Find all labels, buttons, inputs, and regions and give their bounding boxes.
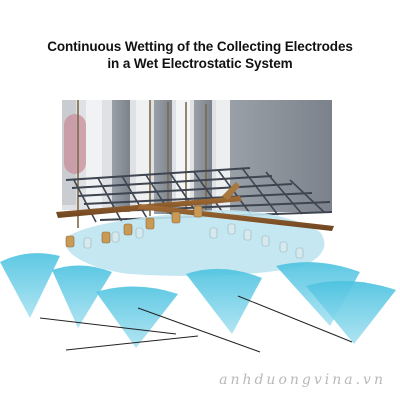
pipe-elbow	[222, 182, 240, 200]
discharge-frame	[64, 114, 86, 174]
nozzle	[101, 231, 111, 244]
spray-nozzles	[65, 205, 304, 259]
grid-cross	[121, 175, 149, 221]
nozzle	[123, 223, 133, 236]
grid-cross	[289, 179, 325, 213]
spray-cone	[0, 253, 60, 318]
nozzle-white	[83, 237, 92, 249]
grid-cross	[241, 167, 279, 216]
grid-cross	[265, 171, 303, 215]
electrode-plate	[216, 100, 230, 212]
grid-cross	[73, 179, 97, 223]
watermark: anhduongvina.vn	[219, 372, 386, 388]
nozzle	[193, 205, 203, 218]
electrode-plate	[176, 100, 190, 214]
electrode-plate-large	[230, 100, 332, 212]
wire-leads	[39, 295, 353, 353]
nozzle-white	[135, 227, 144, 239]
grid-rail	[65, 167, 251, 181]
spray-cone	[186, 268, 262, 334]
electrode-plate	[86, 100, 102, 208]
nozzle-white	[227, 223, 236, 235]
wire	[237, 295, 353, 343]
diagram-title: Continuous Wetting of the Collecting Ele…	[0, 38, 400, 72]
spray-cone	[306, 280, 396, 344]
nozzle	[145, 217, 155, 230]
header-pipe	[138, 204, 334, 231]
electrode-plate	[154, 100, 172, 214]
collecting-electrodes	[62, 100, 332, 214]
grid-cross	[217, 169, 253, 217]
electrode-plate	[136, 100, 150, 212]
nozzle	[171, 211, 181, 224]
support-grid-cross	[73, 167, 325, 223]
nozzle-white	[209, 227, 218, 239]
nozzle-white	[243, 229, 252, 241]
spray-cone	[96, 286, 178, 348]
grid-rail	[71, 175, 273, 189]
title-line-2: in a Wet Electrostatic System	[107, 56, 293, 71]
nozzle-white	[111, 231, 120, 243]
nozzle-white	[279, 241, 288, 253]
spray-cones	[0, 253, 396, 348]
nozzle-white	[261, 235, 270, 247]
wire	[137, 307, 261, 353]
wire	[65, 335, 199, 351]
discharge-rods	[77, 100, 207, 228]
electrode-plate	[194, 100, 212, 214]
title-line-1: Continuous Wetting of the Collecting Ele…	[47, 39, 353, 54]
electrode-plate	[112, 100, 130, 212]
grid-rail	[83, 192, 313, 205]
spray-cone	[52, 265, 112, 328]
grid-cross	[97, 177, 123, 223]
nozzle	[65, 235, 75, 248]
grid-cross	[193, 171, 227, 218]
nozzle-white	[295, 247, 304, 259]
spray-header-pipes	[56, 182, 334, 231]
wire	[39, 317, 177, 335]
